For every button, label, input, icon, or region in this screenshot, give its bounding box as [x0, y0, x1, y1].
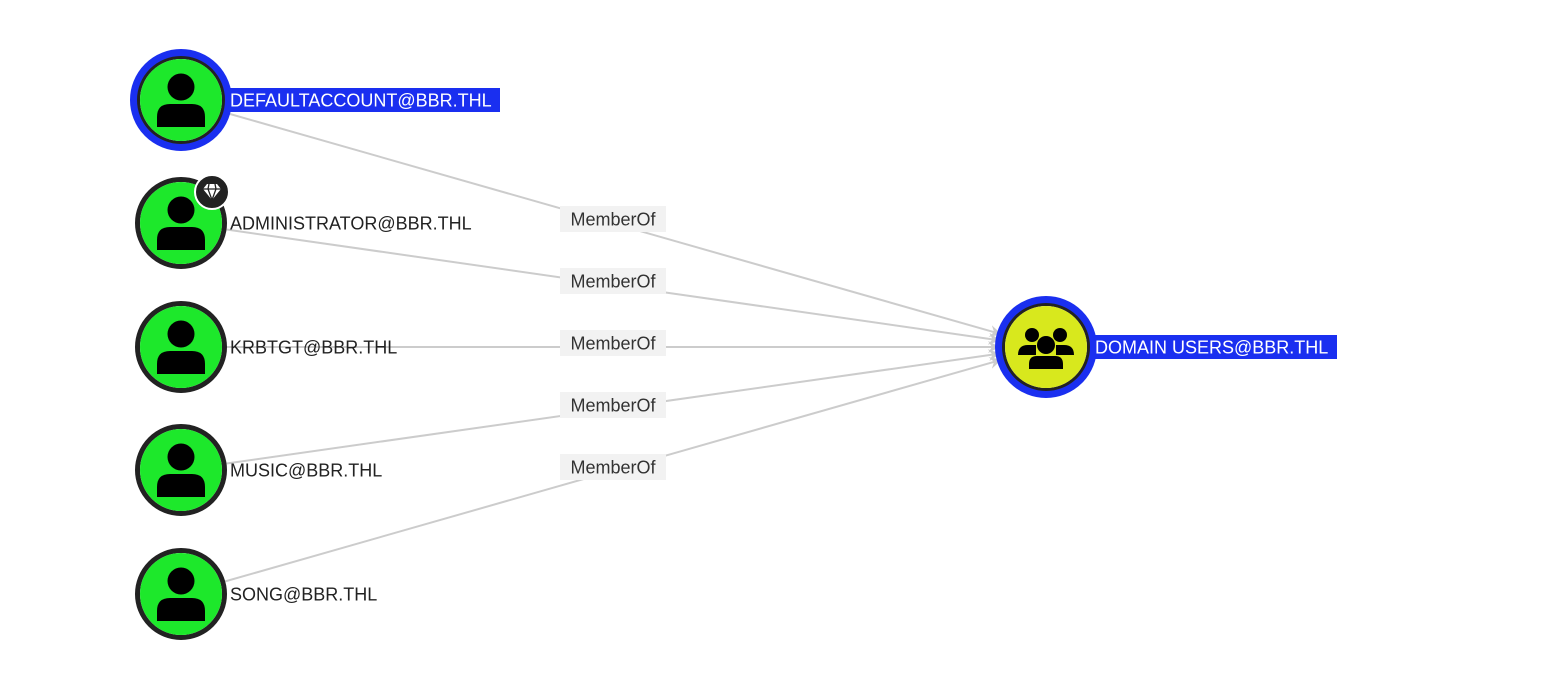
node-krbtgt[interactable]: KRBTGT@BBR.THL [135, 301, 398, 393]
edge-label-text: MemberOf [570, 396, 656, 416]
user-icon [157, 196, 205, 250]
edge-label-administrator[interactable]: MemberOf [560, 268, 666, 294]
node-ring [135, 177, 227, 269]
edge-label-bg [560, 268, 666, 294]
node-label-bg [230, 88, 500, 112]
node-inner-ring [137, 56, 225, 144]
edge-label-music[interactable]: MemberOf [560, 392, 666, 418]
node-ring [995, 296, 1097, 398]
node-ring [135, 548, 227, 640]
node-label-song[interactable]: SONG@BBR.THL [230, 585, 377, 605]
edge-label-krbtgt[interactable]: MemberOf [560, 330, 666, 356]
node-label-text: DEFAULTACCOUNT@BBR.THL [230, 91, 492, 111]
user-icon [157, 320, 205, 374]
edge-label-text: MemberOf [570, 334, 656, 354]
node-label-domainusers[interactable]: DOMAIN USERS@BBR.THL [1095, 335, 1337, 359]
edge-label-bg [560, 206, 666, 232]
user-icon [157, 73, 205, 127]
edge-label-bg [560, 330, 666, 356]
node-label-text: MUSIC@BBR.THL [230, 461, 382, 481]
node-label-music[interactable]: MUSIC@BBR.THL [230, 461, 382, 481]
node-defaultaccount[interactable]: DEFAULTACCOUNT@BBR.THL [130, 49, 501, 151]
node-label-text: KRBTGT@BBR.THL [230, 338, 397, 358]
node-label-text: DOMAIN USERS@BBR.THL [1095, 338, 1328, 358]
edge-label-text: MemberOf [570, 272, 656, 292]
node-ring [135, 424, 227, 516]
node-inner-ring [1002, 303, 1090, 391]
node-label-krbtgt[interactable]: KRBTGT@BBR.THL [230, 338, 397, 358]
edge-label-bg [560, 392, 666, 418]
node-label-defaultaccount[interactable]: DEFAULTACCOUNT@BBR.THL [230, 88, 500, 112]
node-label-text: ADMINISTRATOR@BBR.THL [230, 214, 472, 234]
nodes-layer: DEFAULTACCOUNT@BBR.THL ADMINISTRATOR@BBR.… [130, 49, 1338, 640]
edge-label-bg [560, 454, 666, 480]
diamond-icon [194, 174, 230, 210]
edge-label-song[interactable]: MemberOf [560, 454, 666, 480]
node-ring [130, 49, 232, 151]
edge-label-text: MemberOf [570, 210, 656, 230]
node-domainusers[interactable]: DOMAIN USERS@BBR.THL [995, 296, 1338, 398]
edge-label-defaultaccount[interactable]: MemberOf [560, 206, 666, 232]
node-label-text: SONG@BBR.THL [230, 585, 377, 605]
node-song[interactable]: SONG@BBR.THL [135, 548, 378, 640]
node-label-bg [1095, 335, 1337, 359]
node-administrator[interactable]: ADMINISTRATOR@BBR.THL [135, 174, 472, 269]
edge-label-text: MemberOf [570, 458, 656, 478]
user-icon [157, 567, 205, 621]
group-icon [1018, 328, 1074, 369]
node-music[interactable]: MUSIC@BBR.THL [135, 424, 383, 516]
node-ring [135, 301, 227, 393]
user-icon [157, 443, 205, 497]
node-label-administrator[interactable]: ADMINISTRATOR@BBR.THL [230, 214, 472, 234]
